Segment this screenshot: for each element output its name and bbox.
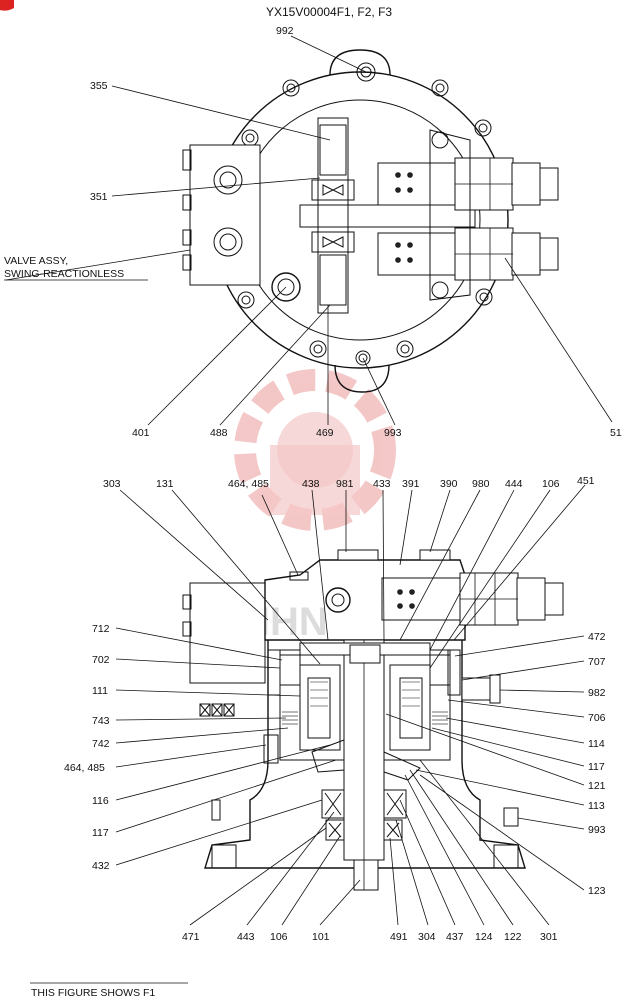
- label-437: 437: [446, 931, 464, 943]
- label-438: 438: [302, 478, 320, 490]
- label-301: 301: [540, 931, 558, 943]
- label-982: 982: [588, 687, 606, 699]
- label-355: 355: [90, 80, 108, 92]
- label-444: 444: [505, 478, 523, 490]
- label-303: 303: [103, 478, 121, 490]
- label-992: 992: [276, 25, 294, 37]
- label-981: 981: [336, 478, 354, 490]
- figure-note: THIS FIGURE SHOWS F1: [31, 987, 155, 999]
- label-51: 51: [610, 427, 622, 439]
- label-113: 113: [588, 800, 605, 812]
- label-743: 743: [92, 715, 110, 727]
- label-106-bottom: 106: [270, 931, 288, 943]
- label-117-right: 117: [588, 761, 605, 773]
- section-view: 303 131 464, 485 438 981 433 391 390 980…: [64, 475, 606, 943]
- drawing-title: YX15V00004F1, F2, F3: [266, 5, 392, 19]
- label-993: 993: [384, 427, 402, 439]
- label-304: 304: [418, 931, 436, 943]
- label-351: 351: [90, 191, 108, 203]
- label-390: 390: [440, 478, 458, 490]
- label-742: 742: [92, 738, 110, 750]
- valve-assy-label-line1: VALVE ASSY,: [4, 255, 68, 267]
- label-451: 451: [577, 475, 595, 487]
- label-443: 443: [237, 931, 255, 943]
- label-702: 702: [92, 654, 110, 666]
- label-712: 712: [92, 623, 110, 635]
- label-401: 401: [132, 427, 150, 439]
- label-488: 488: [210, 427, 228, 439]
- label-117-left: 117: [92, 827, 109, 839]
- label-471: 471: [182, 931, 200, 943]
- label-122: 122: [504, 931, 522, 943]
- label-707: 707: [588, 656, 606, 668]
- label-491: 491: [390, 931, 408, 943]
- label-121: 121: [588, 780, 606, 792]
- label-124: 124: [475, 931, 493, 943]
- label-111: 111: [92, 685, 108, 697]
- valve-assy-label-line2: SWING-REACTIONLESS: [4, 268, 124, 280]
- corner-mark: [0, 0, 14, 11]
- label-706: 706: [588, 712, 606, 724]
- label-131: 131: [156, 478, 174, 490]
- label-432: 432: [92, 860, 110, 872]
- label-469: 469: [316, 427, 334, 439]
- label-993-section: 993: [588, 824, 606, 836]
- label-114: 114: [588, 738, 605, 750]
- label-472: 472: [588, 631, 606, 643]
- label-116: 116: [92, 795, 109, 807]
- top-view: 992 355 351 VALVE ASSY, SWING-REACTIONLE…: [4, 25, 622, 439]
- label-391: 391: [402, 478, 420, 490]
- label-464-485-top: 464, 485: [228, 478, 269, 490]
- label-123: 123: [588, 885, 606, 897]
- label-101: 101: [312, 931, 330, 943]
- label-980: 980: [472, 478, 490, 490]
- label-464-485-left: 464, 485: [64, 762, 105, 774]
- label-106-top: 106: [542, 478, 560, 490]
- label-433: 433: [373, 478, 391, 490]
